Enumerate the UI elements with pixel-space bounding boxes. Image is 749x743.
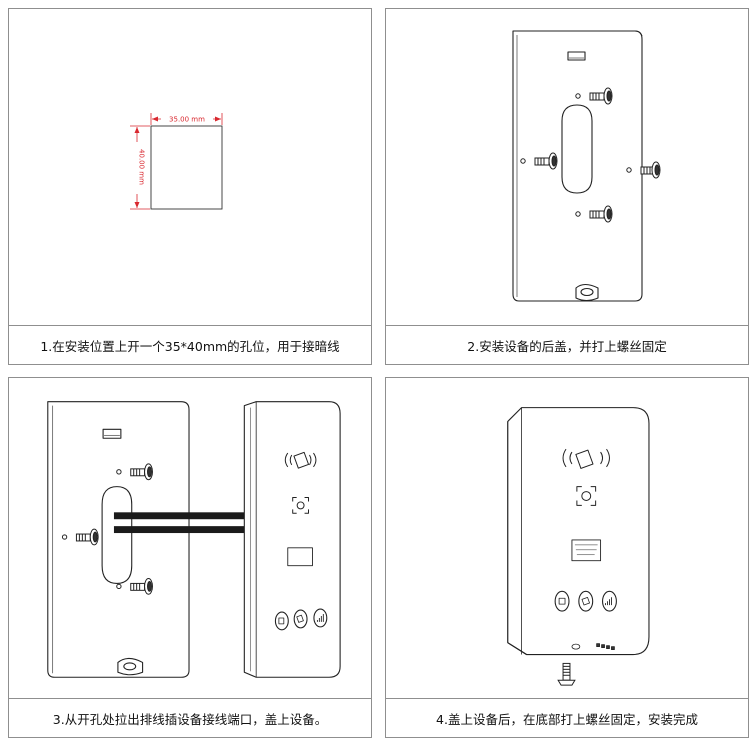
bottom-tab	[575, 283, 599, 302]
screw-icon	[116, 577, 153, 595]
step-1-caption: 1.在安装位置上开一个35*40mm的孔位，用于接暗线	[9, 325, 371, 364]
step-3-panel: 3.从开孔处拉出排线插设备接线端口，盖上设备。	[8, 377, 372, 738]
back-cover-diagram	[512, 30, 661, 302]
step-1-panel: 35.00 mm 40.00 mm 1.在安装位置上开一个35*40mm的孔位，…	[8, 8, 372, 365]
screw-icon	[575, 87, 613, 105]
height-label: 40.00 mm	[138, 149, 146, 185]
cable-connection-diagram	[47, 401, 341, 678]
screw-icon	[626, 161, 661, 179]
back-plate	[47, 401, 190, 678]
back-plate	[512, 30, 643, 302]
step-4-caption: 4.盖上设备后，在底部打上螺丝固定，安装完成	[386, 698, 748, 737]
width-label: 35.00 mm	[169, 116, 205, 124]
access-device	[243, 401, 341, 678]
step-2-caption: 2.安装设备的后盖，并打上螺丝固定	[386, 325, 748, 364]
keyhole-cutout	[101, 486, 133, 584]
card-icon	[578, 590, 594, 612]
cutout-hole	[150, 125, 223, 210]
flat-cable	[113, 526, 245, 534]
final-install-diagram	[507, 407, 650, 686]
signal-4g-icon	[602, 590, 617, 612]
qr-code-icon	[274, 611, 289, 631]
cutout-dimension-diagram: 35.00 mm 40.00 mm	[130, 113, 223, 210]
screw-icon	[575, 205, 613, 223]
qr-code-icon	[554, 590, 570, 612]
access-device	[507, 407, 650, 656]
screw-icon	[557, 662, 576, 686]
display-screen	[571, 539, 602, 562]
bottom-port	[571, 643, 615, 650]
rfid-card-icon	[562, 448, 610, 469]
bottom-tab	[117, 657, 144, 676]
slot-icon	[567, 51, 586, 61]
step-3-caption: 3.从开孔处拉出排线插设备接线端口，盖上设备。	[9, 698, 371, 737]
camera-icon	[576, 486, 597, 506]
screw-icon	[61, 528, 99, 546]
card-icon	[293, 609, 308, 629]
rfid-card-icon	[284, 451, 317, 469]
flat-cable	[113, 512, 245, 520]
keyhole-cutout	[561, 104, 593, 194]
screw-icon	[116, 463, 153, 481]
camera-icon	[292, 497, 310, 514]
step-4-panel: 4.盖上设备后，在底部打上螺丝固定，安装完成	[385, 377, 749, 738]
signal-4g-icon	[313, 608, 328, 628]
display-screen	[287, 547, 313, 567]
slot-icon	[102, 428, 122, 439]
screw-icon	[520, 152, 558, 170]
step-2-panel: 2.安装设备的后盖，并打上螺丝固定	[385, 8, 749, 365]
